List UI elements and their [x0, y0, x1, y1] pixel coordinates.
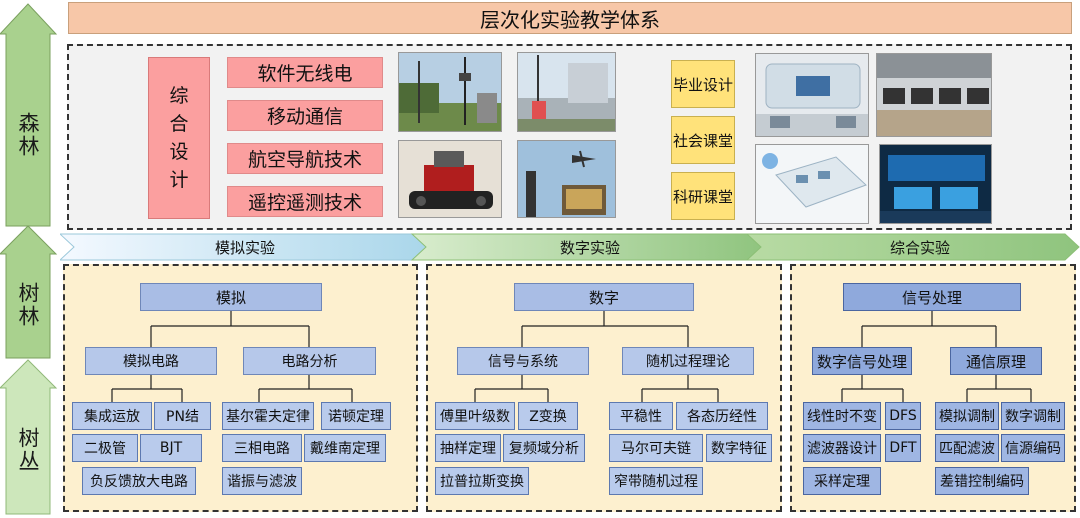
course-research-classroom: 科研课堂 [671, 172, 735, 220]
node-communication-principles: 通信原理 [950, 347, 1042, 375]
leaf-thevenin-theorem: 戴维南定理 [304, 434, 386, 462]
leaf-narrowband-random-process: 窄带随机过程 [609, 467, 703, 495]
leaf-laplace-transform: 拉普拉斯变换 [435, 467, 529, 495]
leaf-pn-junction: PN结 [154, 402, 211, 430]
leaf-three-phase-circuit: 三相电路 [222, 434, 302, 462]
leaf-ergodicity: 各态历经性 [676, 402, 768, 430]
leaf-fourier-series: 傅里叶级数 [435, 402, 515, 430]
leaf-norton-theorem: 诺顿定理 [321, 402, 391, 430]
node-analog-circuit: 模拟电路 [85, 347, 217, 375]
comprehensive-design-label: 综合设计 [169, 85, 189, 191]
node-signal-processing-root: 信号处理 [843, 283, 1021, 311]
leaf-dft: DFT [885, 434, 921, 462]
course-graduation-design: 毕业设计 [671, 60, 735, 108]
leaf-source-coding: 信源编码 [1001, 434, 1065, 462]
leaf-complex-frequency-analysis: 复频域分析 [503, 434, 585, 462]
stage-label-digital: 数字实验 [559, 238, 620, 257]
leaf-diode: 二极管 [72, 434, 138, 462]
photo-display-center [879, 144, 992, 224]
node-signals-systems: 信号与系统 [457, 347, 589, 375]
leaf-error-control-coding: 差错控制编码 [935, 467, 1029, 495]
node-digital-root: 数字 [514, 283, 694, 311]
topic-software-radio: 软件无线电 [227, 57, 383, 88]
stage-label-synthesis: 综合实验 [889, 238, 950, 257]
leaf-digital-modulation: 数字调制 [1001, 402, 1065, 430]
leaf-resonance-filtering: 谐振与滤波 [222, 467, 302, 495]
photo-lab-hall [755, 53, 869, 137]
node-random-process: 随机过程理论 [622, 347, 754, 375]
leaf-stationarity: 平稳性 [609, 402, 673, 430]
course-social-classroom: 社会课堂 [671, 116, 735, 164]
leaf-sampling-theorem-dsp: 采样定理 [803, 467, 881, 495]
photo-aircraft-tracking [517, 140, 616, 218]
leaf-bjt: BJT [140, 434, 202, 462]
leaf-matched-filtering: 匹配滤波 [935, 434, 999, 462]
photo-rover-robot [398, 140, 502, 218]
level-arrows [0, 3, 58, 515]
comprehensive-design-box: 综合设计 [148, 57, 210, 219]
leaf-sampling-theorem: 抽样定理 [435, 434, 501, 462]
stage-label-analog: 模拟实验 [214, 238, 275, 257]
topic-aviation-navigation: 航空导航技术 [227, 143, 383, 174]
leaf-negative-feedback-amplifier: 负反馈放大电路 [82, 467, 196, 495]
level-label-grove: 树林 [16, 282, 40, 328]
page-title: 层次化实验教学体系 [68, 2, 1072, 34]
leaf-z-transform: Z变换 [518, 402, 578, 430]
node-analog-root: 模拟 [140, 283, 322, 311]
leaf-lti: 线性时不变 [803, 402, 881, 430]
leaf-kirchhoff-law: 基尔霍夫定律 [222, 402, 314, 430]
leaf-dfs: DFS [885, 402, 921, 430]
topic-mobile-communication: 移动通信 [227, 100, 383, 131]
level-label-forest: 森林 [16, 112, 40, 158]
photo-antenna-field [398, 52, 502, 132]
photo-computer-lab [876, 53, 992, 137]
node-circuit-analysis: 电路分析 [243, 347, 376, 375]
topic-telemetry-telecontrol: 遥控遥测技术 [227, 186, 383, 217]
leaf-op-amp: 集成运放 [72, 402, 152, 430]
leaf-markov-chain: 马尔可夫链 [609, 434, 703, 462]
leaf-filter-design: 滤波器设计 [803, 434, 881, 462]
leaf-analog-modulation: 模拟调制 [935, 402, 999, 430]
stage-chevrons [60, 233, 1080, 261]
leaf-numerical-characteristics: 数字特征 [706, 434, 772, 462]
photo-rooftop-equipment [517, 52, 616, 132]
node-digital-signal-processing: 数字信号处理 [812, 347, 912, 375]
photo-lab-layout-render [755, 144, 869, 224]
level-label-thicket: 树丛 [16, 427, 40, 473]
